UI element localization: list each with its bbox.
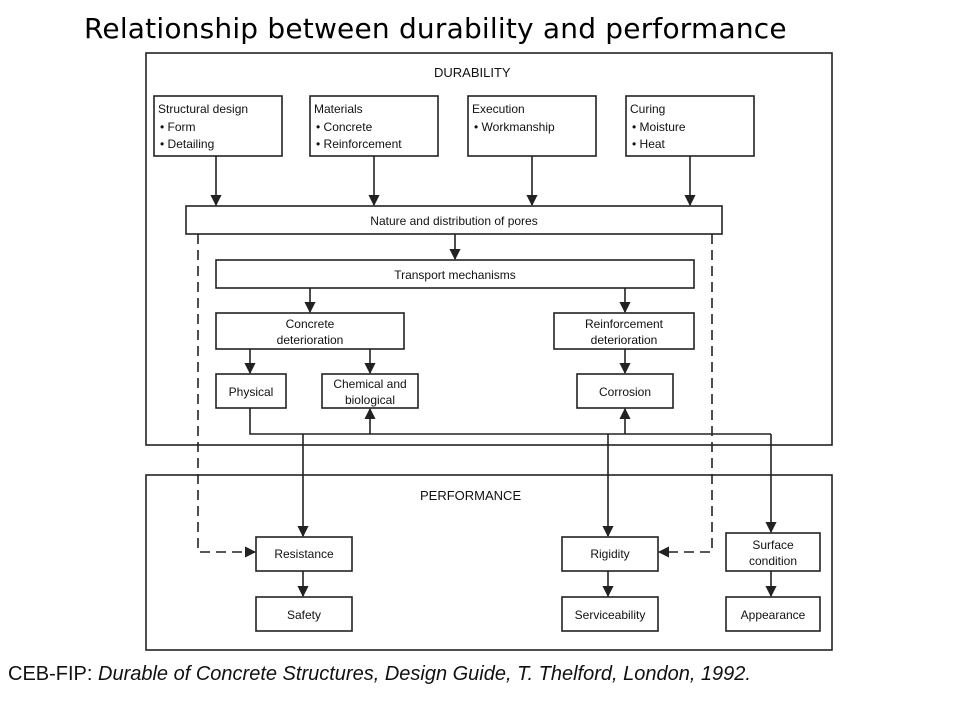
factor-bullet: • Reinforcement — [316, 137, 402, 151]
factor-heading: Execution — [472, 102, 525, 116]
chemical-label: biological — [345, 393, 395, 407]
performance-panel — [145, 474, 833, 651]
physical-label: Physical — [229, 385, 274, 399]
dashed-pores-to-resistance — [197, 234, 257, 558]
factor-bullet: • Moisture — [632, 120, 686, 134]
safety-label: Safety — [287, 608, 321, 622]
structural-design-box — [153, 95, 283, 157]
reinforcement-deterioration-label: Reinforcement — [585, 317, 664, 331]
appearance-label: Appearance — [741, 608, 806, 622]
durability-label: DURABILITY — [434, 65, 511, 80]
factor-bullet: • Form — [160, 120, 196, 134]
factor-bullet: • Detailing — [160, 137, 214, 151]
rigidity-label: Rigidity — [590, 547, 629, 561]
chemical-label: Chemical and — [333, 377, 406, 391]
durability-panel — [145, 52, 833, 446]
concrete-deterioration-label: deterioration — [277, 333, 344, 347]
factor-bullet: • Workmanship — [474, 120, 555, 134]
source-prefix: CEB-FIP: — [8, 663, 99, 685]
corrosion-label: Corrosion — [599, 385, 651, 399]
pores-label: Nature and distribution of pores — [370, 214, 537, 228]
serviceability-label: Serviceability — [575, 608, 646, 622]
concrete-deterioration-label: Concrete — [286, 317, 335, 331]
pores-box — [185, 205, 723, 235]
factor-heading: Curing — [630, 102, 665, 116]
durability-performance-diagram: DURABILITY PERFORMANCE Structural design… — [145, 52, 833, 651]
surface-condition-label: Surface — [752, 538, 794, 552]
factor-bullet: • Concrete — [316, 120, 373, 134]
connector-physical-to-bus — [249, 408, 771, 435]
factor-heading: Materials — [314, 102, 363, 116]
resistance-label: Resistance — [274, 547, 334, 561]
performance-label: PERFORMANCE — [420, 488, 521, 503]
factor-heading: Structural design — [158, 102, 248, 116]
source-citation-text: Durable of Concrete Structures, Design G… — [98, 663, 751, 685]
transport-label: Transport mechanisms — [394, 268, 516, 282]
surface-condition-label: condition — [749, 554, 797, 568]
source-citation: CEB-FIP: Durable of Concrete Structures,… — [8, 660, 953, 689]
factor-bullet: • Heat — [632, 137, 666, 151]
dashed-pores-to-rigidity — [657, 234, 713, 558]
reinforcement-deterioration-label: deterioration — [591, 333, 658, 347]
slide-title: Relationship between durability and perf… — [84, 12, 787, 45]
